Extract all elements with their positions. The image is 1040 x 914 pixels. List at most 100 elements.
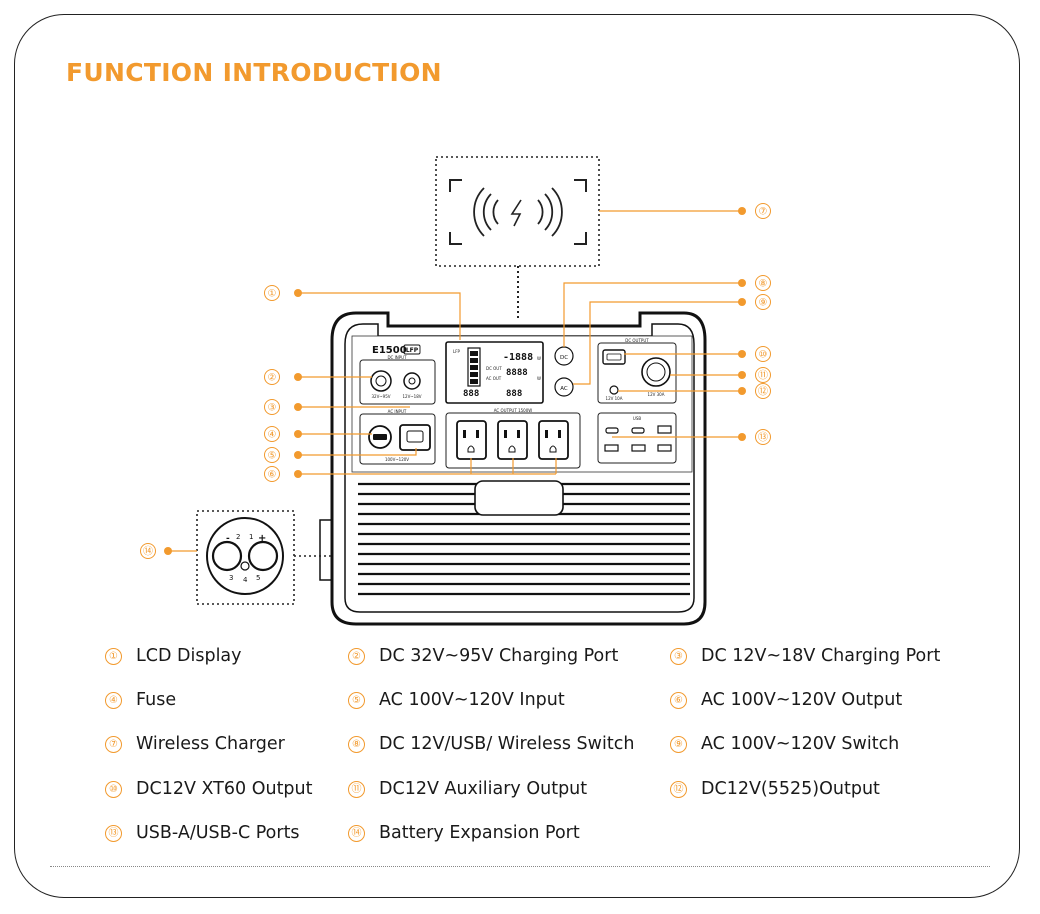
svg-text:32V~95V: 32V~95V xyxy=(371,394,390,399)
bottom-divider xyxy=(50,866,990,867)
svg-text:W: W xyxy=(537,356,541,361)
callout-8: ⑧ xyxy=(755,275,771,291)
svg-text:3: 3 xyxy=(229,574,233,582)
dc-32-95v-port[interactable] xyxy=(370,370,392,392)
callout-1: ① xyxy=(264,285,280,301)
svg-text:12V 30A: 12V 30A xyxy=(648,392,665,397)
svg-text:⑭: ⑭ xyxy=(143,546,153,558)
ac-switch-button[interactable] xyxy=(554,377,574,397)
svg-text:W: W xyxy=(537,376,541,381)
callout-9: ⑨ xyxy=(755,294,771,310)
battery-expansion-port: - 2 1 + 3 4 5 xyxy=(196,510,295,605)
usb-c-port[interactable] xyxy=(631,427,645,434)
usb-c-port[interactable] xyxy=(605,427,619,434)
usb-a-port[interactable] xyxy=(657,444,672,452)
svg-text:LFP: LFP xyxy=(453,349,461,354)
callout-11: ⑪ xyxy=(755,367,771,383)
svg-text:⑧: ⑧ xyxy=(759,279,768,290)
dc-12-18v-port[interactable] xyxy=(403,372,421,390)
ac-outlet[interactable] xyxy=(538,420,569,460)
callout-4: ④ xyxy=(264,426,280,442)
dc-switch-label: DC xyxy=(560,355,568,361)
callout-14: ⑭ xyxy=(140,543,156,559)
svg-text:100V~120V: 100V~120V xyxy=(385,457,409,462)
wireless-charging-icon xyxy=(473,187,563,237)
svg-text:DC INPUT: DC INPUT xyxy=(387,355,407,360)
fuse[interactable] xyxy=(368,425,392,449)
svg-text:4: 4 xyxy=(243,576,248,584)
svg-text:⑫: ⑫ xyxy=(758,386,768,398)
svg-text:DC OUT: DC OUT xyxy=(486,366,502,371)
callout-12: ⑫ xyxy=(755,383,771,399)
callout-13: ⑬ xyxy=(755,429,771,445)
ac-switch-label: AC xyxy=(560,386,568,392)
svg-text:12V~18V: 12V~18V xyxy=(402,394,421,399)
svg-text:AC OUTPUT 1500W: AC OUTPUT 1500W xyxy=(494,408,532,413)
lcd-battery-icon xyxy=(467,347,481,387)
svg-text:⑬: ⑬ xyxy=(758,432,768,444)
svg-text:⑨: ⑨ xyxy=(759,298,768,309)
svg-text:③: ③ xyxy=(268,403,277,414)
page-title: FUNCTION INTRODUCTION xyxy=(66,58,442,87)
svg-text:AC INPUT: AC INPUT xyxy=(388,409,407,414)
callout-numbers: ① ② ③ ④ ⑤ ⑥ ⑦ ⑧ ⑨ ⑩ ⑪ ⑫ ⑬ ⑭ xyxy=(140,203,771,559)
svg-text:888: 888 xyxy=(463,389,479,399)
svg-text:⑪: ⑪ xyxy=(758,370,768,382)
callout-dots xyxy=(164,207,746,555)
callout-leaders xyxy=(168,210,742,552)
svg-text:⑥: ⑥ xyxy=(268,470,277,481)
svg-text:⑦: ⑦ xyxy=(759,207,768,218)
callout-6: ⑥ xyxy=(264,466,280,482)
ac-input-panel: AC INPUT 100V~120V xyxy=(359,409,436,465)
xt60-port[interactable] xyxy=(602,349,626,365)
svg-text:1: 1 xyxy=(249,533,253,541)
usb-a-port[interactable] xyxy=(657,425,672,434)
svg-text:2: 2 xyxy=(236,533,240,541)
svg-text:⑩: ⑩ xyxy=(759,350,768,361)
callout-10: ⑩ xyxy=(755,346,771,362)
svg-text:8888: 8888 xyxy=(506,368,528,378)
svg-text:④: ④ xyxy=(268,430,277,441)
svg-text:AC OUT: AC OUT xyxy=(486,376,502,381)
callout-2: ② xyxy=(264,369,280,385)
dc-input-panel: DC INPUT 32V~95V 12V~18V xyxy=(359,355,436,405)
svg-text:888: 888 xyxy=(506,389,522,399)
usb-a-port[interactable] xyxy=(604,444,619,452)
page-frame xyxy=(14,14,1020,898)
ac-input-socket[interactable] xyxy=(399,424,431,451)
svg-text:⑤: ⑤ xyxy=(268,451,277,462)
usb-panel: USB xyxy=(597,412,677,464)
lcd-display: LFP -1888 W DC OUT 8888 AC OUT W 888 888 xyxy=(445,341,544,404)
svg-text:-1888: -1888 xyxy=(503,352,533,363)
usb-a-port[interactable] xyxy=(631,444,646,452)
model-label: E1500 xyxy=(372,345,407,356)
dc5525-port[interactable] xyxy=(609,385,619,395)
svg-text:DC OUTPUT: DC OUTPUT xyxy=(625,338,649,343)
svg-text:①: ① xyxy=(268,289,277,300)
svg-text:-: - xyxy=(226,534,230,544)
svg-text:②: ② xyxy=(268,373,277,384)
svg-text:12V 10A: 12V 10A xyxy=(606,396,623,401)
lfp-badge: LFP xyxy=(406,347,419,354)
callout-5: ⑤ xyxy=(264,447,280,463)
svg-text:USB: USB xyxy=(633,416,641,421)
svg-text:5: 5 xyxy=(256,574,260,582)
ac-output-panel: AC OUTPUT 1500W xyxy=(445,408,581,469)
callout-7: ⑦ xyxy=(755,203,771,219)
callout-3: ③ xyxy=(264,399,280,415)
auxiliary-port[interactable] xyxy=(641,357,671,387)
